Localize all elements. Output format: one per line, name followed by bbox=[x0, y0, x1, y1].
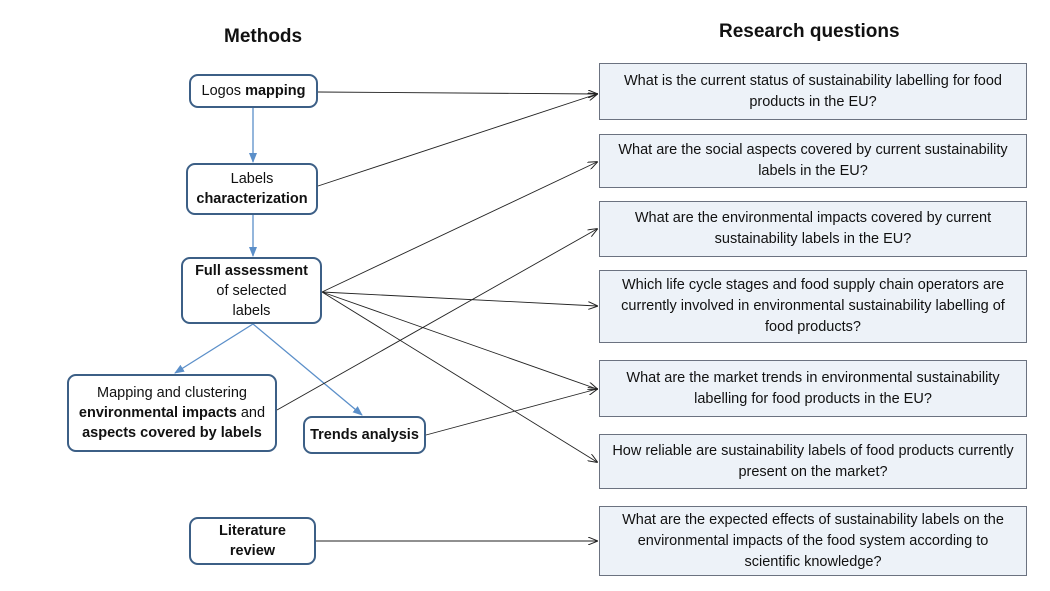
method-trends-analysis: Trends analysis bbox=[303, 416, 426, 454]
methods-header: Methods bbox=[224, 26, 303, 47]
link-full-q5 bbox=[321, 291, 597, 389]
method-mapping-line2-bold: environmental impacts bbox=[78, 405, 237, 421]
link-full-q4 bbox=[321, 291, 597, 306]
flow-arrow-full-trends bbox=[252, 323, 363, 416]
method-mapping-clustering: Mapping and clustering environmental imp… bbox=[67, 374, 277, 452]
method-labels-characterization: Labels characterization bbox=[186, 163, 318, 215]
research-question-5: What are the market trends in environmen… bbox=[599, 360, 1027, 417]
method-logos-text: Logos bbox=[201, 83, 246, 99]
link-labels-q1 bbox=[317, 94, 597, 187]
research-question-7: What are the expected effects of sustain… bbox=[599, 506, 1027, 576]
method-full-line2: of selected bbox=[216, 282, 287, 299]
method-literature-review: Literature review bbox=[189, 517, 316, 565]
research-question-3: What are the environmental impacts cover… bbox=[599, 201, 1027, 257]
link-mapping-q3 bbox=[276, 229, 597, 411]
link-full-q2 bbox=[321, 162, 597, 293]
research-question-4: Which life cycle stages and food supply … bbox=[599, 270, 1027, 343]
method-mapping-line1: Mapping and clustering bbox=[97, 385, 247, 401]
method-mapping-line2-rest: and bbox=[236, 405, 266, 421]
method-logos-bold: mapping bbox=[245, 83, 306, 99]
link-logos-q1 bbox=[317, 92, 597, 94]
method-labels-line2: characterization bbox=[196, 191, 308, 207]
flow-arrow-full-mapping bbox=[174, 323, 254, 374]
method-full-line3: labels bbox=[232, 302, 271, 319]
method-literature-line2: review bbox=[229, 543, 276, 559]
research-question-6: How reliable are sustainability labels o… bbox=[599, 434, 1027, 489]
method-labels-line1: Labels bbox=[230, 171, 274, 187]
link-trends-q5 bbox=[425, 389, 597, 436]
link-full-q6 bbox=[321, 291, 597, 462]
research-question-1: What is the current status of sustainabi… bbox=[599, 63, 1027, 120]
method-full-assessment: Full assessment of selected labels bbox=[181, 257, 322, 324]
method-full-line1: Full assessment bbox=[195, 262, 308, 279]
method-literature-line1: Literature bbox=[219, 523, 286, 539]
research-question-2: What are the social aspects covered by c… bbox=[599, 134, 1027, 188]
method-logos-mapping: Logos mapping bbox=[189, 74, 318, 108]
research-questions-header: Research questions bbox=[719, 21, 900, 42]
method-mapping-line3: aspects covered by labels bbox=[82, 425, 262, 441]
